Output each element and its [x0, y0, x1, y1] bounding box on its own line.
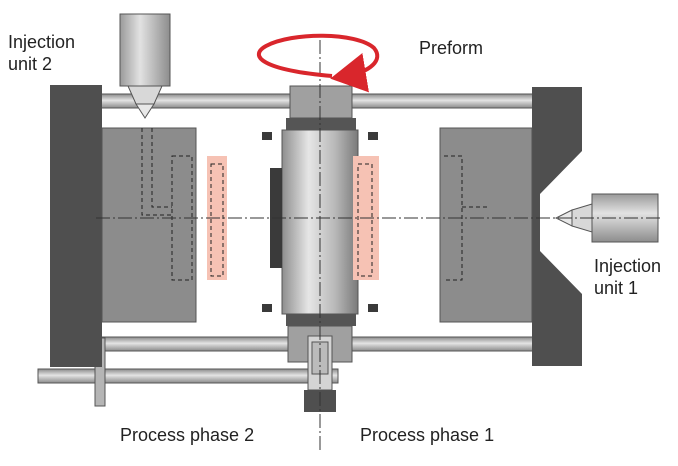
process-phase-1-label: Process phase 1	[360, 424, 494, 446]
preform-label-text: Preform	[419, 38, 484, 58]
preform-label: Preform	[419, 37, 483, 59]
right-mold-half	[439, 127, 533, 323]
injection-unit-1-label-line2: unit 1	[594, 278, 639, 298]
process-phase-2-label: Process phase 2	[120, 424, 254, 446]
left-platen	[50, 85, 102, 367]
injection-unit-1-label: Injection unit 1	[594, 255, 661, 299]
injection-unit-1-label-line1: Injection	[594, 256, 662, 276]
rotation-arrow-icon	[256, 33, 380, 93]
injection-unit-2-label: Injection unit 2	[8, 31, 75, 75]
injection-unit-2-label-line1: Injection	[8, 32, 76, 52]
injection-unit-2-label-line2: unit 2	[8, 54, 53, 74]
injection-unit-2	[119, 13, 171, 119]
left-mold-half	[101, 127, 197, 323]
right-platen	[532, 87, 582, 366]
center-lines	[96, 40, 662, 452]
process-phase-1-text: Process phase 1	[360, 425, 495, 445]
process-phase-2-text: Process phase 2	[120, 425, 255, 445]
